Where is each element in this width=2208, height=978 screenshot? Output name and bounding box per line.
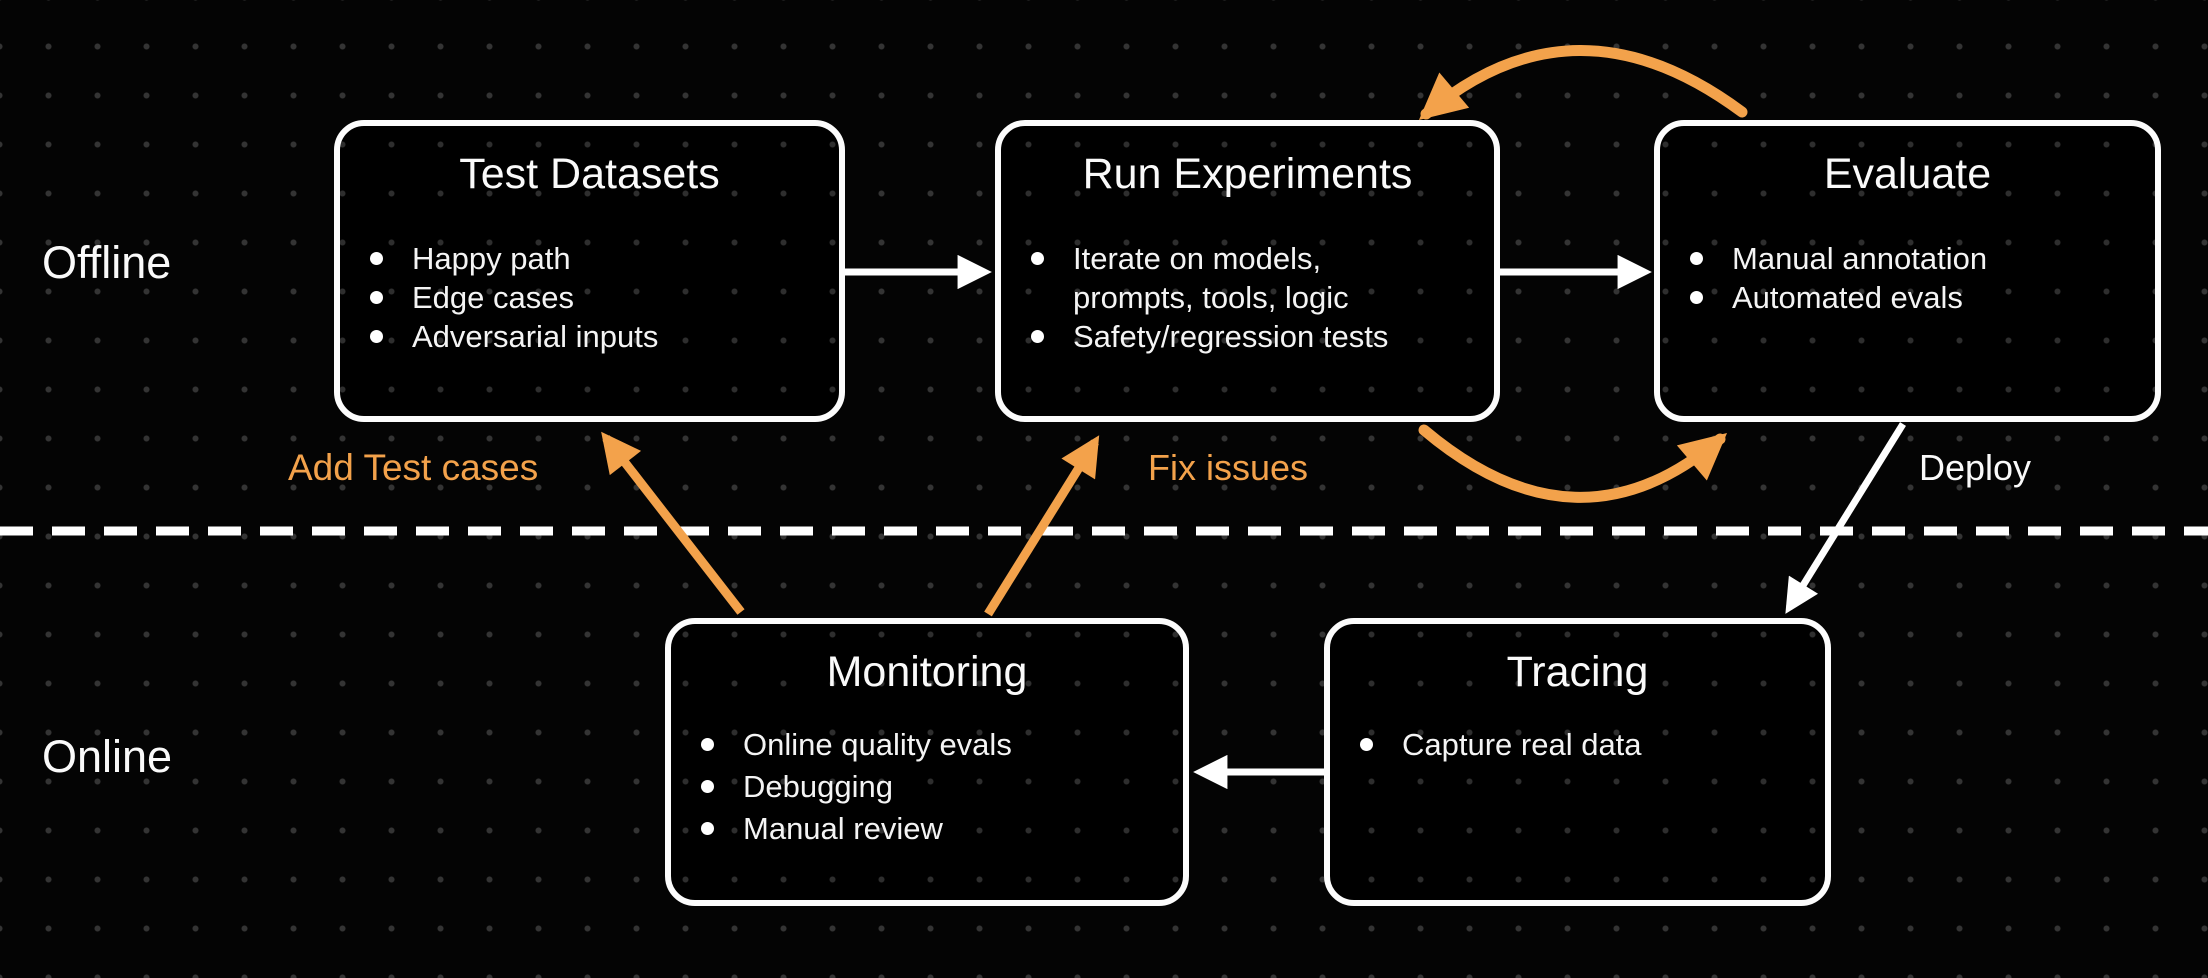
- edge-label-deploy: Deploy: [1919, 447, 2032, 488]
- node-tracing: Tracing Capture real data: [1324, 618, 1831, 906]
- online-section-label: Online: [42, 731, 173, 782]
- bullet-item: Happy path: [340, 239, 829, 278]
- bullet-item: Online quality evals: [671, 724, 1173, 766]
- bullet-item: Debugging: [671, 766, 1173, 808]
- arrow-monitoring-to-runexperiments: [984, 435, 1100, 617]
- bullet-item: Manual annotation: [1660, 239, 2145, 278]
- edge-label-add-test-cases: Add Test cases: [288, 447, 539, 488]
- bullet-list: Capture real data: [1330, 724, 1815, 766]
- node-title: Monitoring: [826, 648, 1028, 696]
- bullet-item: Iterate on models, prompts, tools, logic: [1001, 239, 1484, 317]
- bullet-item: Capture real data: [1330, 724, 1815, 766]
- offline-section-label: Offline: [42, 237, 172, 288]
- bullet-item: Adversarial inputs: [340, 317, 829, 356]
- edge-label-fix-issues: Fix issues: [1148, 447, 1309, 488]
- node-title: Test Datasets: [459, 150, 720, 198]
- node-title: Tracing: [1506, 648, 1649, 696]
- bullet-item: Safety/regression tests: [1001, 317, 1484, 356]
- node-title: Run Experiments: [1082, 150, 1413, 198]
- node-title: Evaluate: [1823, 150, 1992, 198]
- bullet-item: Automated evals: [1660, 278, 2145, 317]
- arrow-monitoring-to-testdatasets: [601, 431, 745, 615]
- bullet-item: Edge cases: [340, 278, 829, 317]
- arrow-loop-runexperiments-to-evaluate-bottom: [1418, 424, 1728, 503]
- bullet-item: Manual review: [671, 808, 1173, 850]
- arrow-deploy-evaluate-to-tracing: [1785, 422, 1906, 614]
- node-run-experiments: Run Experiments Iterate on models, promp…: [995, 120, 1500, 422]
- bullet-list: Iterate on models, prompts, tools, logic…: [1001, 239, 1484, 356]
- arrow-loop-evaluate-to-runexperiments-top: [1418, 45, 1748, 120]
